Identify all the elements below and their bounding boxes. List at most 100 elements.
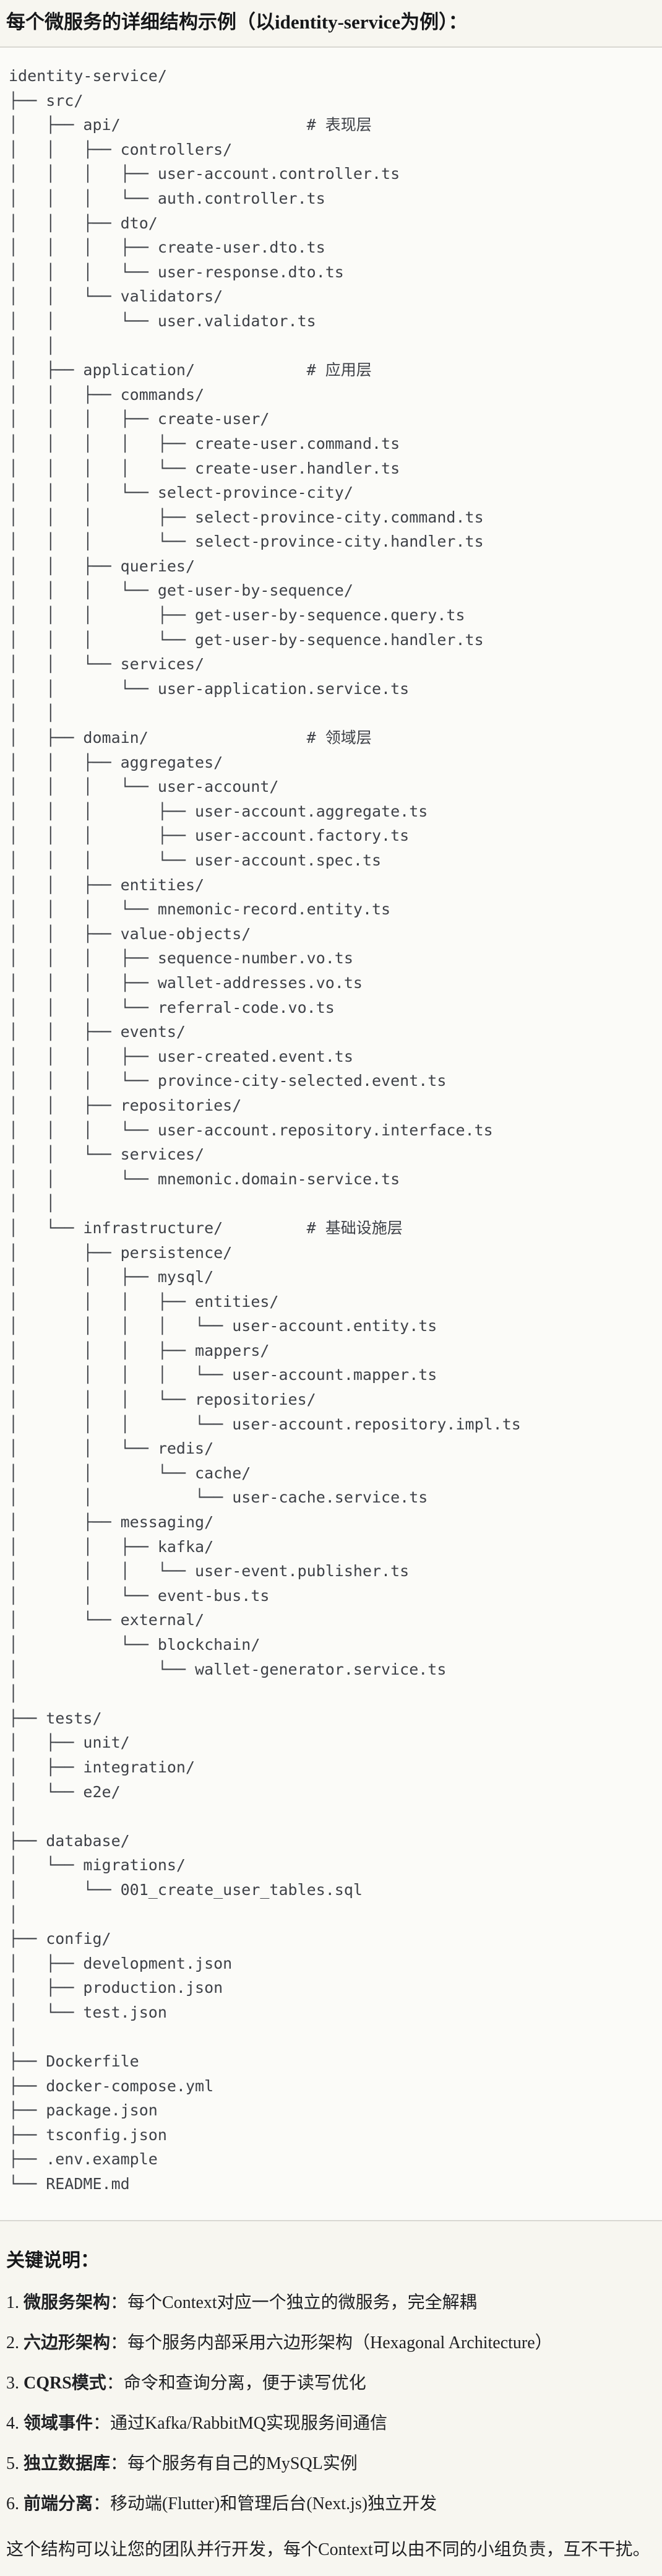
tree-line: ├── .env.example — [9, 2150, 158, 2169]
note-item-independent-db: 5.独立数据库：每个服务有自己的MySQL实例 — [6, 2452, 653, 2476]
tree-line: │ │ ├── controllers/ — [9, 140, 233, 158]
tree-line: │ │ └── services/ — [9, 655, 205, 674]
tree-line: │ — [9, 1905, 19, 1923]
tree-line: ├── src/ — [9, 91, 84, 110]
tree-line: ├── tests/ — [9, 1709, 102, 1727]
note-text: ：每个服务有自己的MySQL实例 — [110, 2453, 358, 2473]
tree-line: ├── database/ — [9, 1831, 130, 1850]
tree-line: │ │ │ └── get-user-by-sequence.handler.t… — [9, 630, 484, 649]
tree-line: │ │ ├── kafka/ — [9, 1537, 214, 1556]
tree-line: │ │ └── user.validator.ts — [9, 311, 316, 330]
tree-line: │ │ │ ├── wallet-addresses.vo.ts — [9, 973, 363, 992]
note-number: 3. — [6, 2373, 19, 2393]
tree-line: │ │ │ │ └── user-account.entity.ts — [9, 1317, 437, 1335]
tree-line: │ │ └── validators/ — [9, 287, 223, 306]
tree-line: │ │ ├── value-objects/ — [9, 924, 251, 943]
tree-line: │ ├── application/ # 应用层 — [9, 361, 372, 379]
tree-line: │ │ └── cache/ — [9, 1464, 251, 1482]
note-text: ：移动端(Flutter)和管理后台(Next.js)独立开发 — [93, 2494, 437, 2513]
tree-line: │ — [9, 2027, 19, 2046]
tree-line: │ │ │ │ ├── create-user.command.ts — [9, 434, 400, 453]
tree-line: │ │ │ └── mnemonic-record.entity.ts — [9, 900, 391, 919]
tree-line: │ │ │ ├── mappers/ — [9, 1341, 270, 1360]
tree-line: │ │ │ └── user-account.repository.interf… — [9, 1121, 493, 1139]
tree-line: │ │ │ └── referral-code.vo.ts — [9, 998, 335, 1017]
tree-line: │ │ │ ├── create-user/ — [9, 410, 270, 428]
tree-line: │ │ │ └── select-province-city.handler.t… — [9, 532, 484, 551]
note-item-hexagonal: 2.六边形架构：每个服务内部采用六边形架构（Hexagonal Architec… — [6, 2331, 653, 2356]
tree-line: │ │ │ ├── user-created.event.ts — [9, 1047, 353, 1065]
tree-line: └── README.md — [9, 2175, 130, 2193]
tree-line: │ ├── messaging/ — [9, 1513, 214, 1532]
tree-line: │ └── infrastructure/ # 基础设施层 — [9, 1218, 403, 1237]
note-number: 5. — [6, 2453, 19, 2473]
tree-line: │ └── migrations/ — [9, 1856, 186, 1875]
tree-line: │ └── 001_create_user_tables.sql — [9, 1880, 363, 1899]
tree-line: │ │ │ │ └── create-user.handler.ts — [9, 459, 400, 477]
tree-line: │ └── blockchain/ — [9, 1636, 260, 1654]
tree-line: │ │ │ └── province-city-selected.event.t… — [9, 1072, 447, 1090]
tree-line: │ │ └── user-application.service.ts — [9, 679, 410, 698]
tree-line: │ │ │ ├── create-user.dto.ts — [9, 238, 325, 257]
note-label: 前端分离 — [24, 2494, 93, 2513]
page-title: 每个微服务的详细结构示例（以identity-service为例）： — [6, 11, 468, 33]
tree-line: │ │ │ ├── user-account.controller.ts — [9, 165, 400, 183]
note-number: 2. — [6, 2333, 19, 2353]
notes-section: 关键说明： 1.微服务架构：每个Context对应一个独立的微服务，完全解耦 2… — [0, 2245, 662, 2576]
tree-line: │ │ └── event-bus.ts — [9, 1586, 270, 1605]
tree-line: │ │ │ └── user-response.dto.ts — [9, 262, 344, 281]
note-label: CQRS模式 — [24, 2373, 106, 2393]
tree-line: │ │ — [9, 704, 56, 722]
note-item-domain-events: 4.领域事件：通过Kafka/RabbitMQ实现服务间通信 — [6, 2411, 653, 2436]
tree-line: │ │ │ └── get-user-by-sequence/ — [9, 581, 353, 600]
note-number: 4. — [6, 2413, 19, 2433]
tree-line: │ ├── api/ # 表现层 — [9, 116, 372, 134]
tree-line: │ │ — [9, 1194, 56, 1213]
note-number: 1. — [6, 2292, 19, 2312]
tree-line: ├── Dockerfile — [9, 2052, 139, 2071]
note-text: ：每个Context对应一个独立的微服务，完全解耦 — [110, 2292, 477, 2312]
tree-line: │ │ ├── aggregates/ — [9, 753, 223, 771]
tree-line: │ │ ├── entities/ — [9, 875, 205, 894]
tree-line: │ │ │ └── select-province-city/ — [9, 484, 353, 502]
tree-line: │ └── e2e/ — [9, 1782, 121, 1801]
tree-line: │ │ └── redis/ — [9, 1439, 214, 1458]
tree-line: │ ├── development.json — [9, 1954, 233, 1972]
tree-line: │ │ │ │ └── user-account.mapper.ts — [9, 1366, 437, 1384]
tree-line: │ │ │ ├── entities/ — [9, 1292, 279, 1311]
tree-line: │ │ ├── mysql/ — [9, 1268, 214, 1286]
tree-line: │ │ └── mnemonic.domain-service.ts — [9, 1169, 400, 1188]
tree-line: │ ├── unit/ — [9, 1733, 130, 1752]
tree-line: │ │ │ └── user-event.publisher.ts — [9, 1562, 410, 1581]
tree-line: │ │ │ ├── user-account.factory.ts — [9, 826, 410, 845]
tree-line: │ ├── persistence/ — [9, 1243, 233, 1262]
tree-line: │ │ ├── repositories/ — [9, 1096, 242, 1114]
tree-line: │ — [9, 1685, 19, 1703]
tree-line: │ │ │ ├── get-user-by-sequence.query.ts — [9, 606, 465, 625]
tree-line: │ └── external/ — [9, 1611, 205, 1629]
tree-line: │ │ ├── dto/ — [9, 214, 158, 232]
tree-line: │ │ └── user-cache.service.ts — [9, 1488, 428, 1507]
note-item-microservice: 1.微服务架构：每个Context对应一个独立的微服务，完全解耦 — [6, 2291, 653, 2315]
tree-line: ├── config/ — [9, 1930, 111, 1948]
tree-line: identity-service/ — [9, 67, 167, 85]
footer-note: 这个结构可以让您的团队并行开发，每个Context可以由不同的小组负责，互不干扰… — [6, 2539, 650, 2559]
tree-line: │ ├── integration/ — [9, 1758, 196, 1776]
tree-line: ├── docker-compose.yml — [9, 2076, 214, 2095]
note-label: 微服务架构 — [24, 2292, 111, 2312]
note-number: 6. — [6, 2494, 19, 2513]
tree-line: │ │ ├── events/ — [9, 1023, 186, 1041]
tree-line: │ │ ├── queries/ — [9, 557, 196, 575]
tree-line: │ │ │ └── user-account.repository.impl.t… — [9, 1415, 521, 1433]
tree-line: │ — [9, 1807, 19, 1826]
tree-line: │ │ │ ├── select-province-city.command.t… — [9, 508, 484, 526]
note-item-cqrs: 3.CQRS模式：命令和查询分离，便于读写优化 — [6, 2371, 653, 2396]
tree-line: ├── tsconfig.json — [9, 2125, 167, 2144]
tree-line: │ │ └── services/ — [9, 1145, 205, 1164]
tree-line: │ │ ├── commands/ — [9, 385, 205, 404]
tree-line: │ │ │ └── user-account.spec.ts — [9, 851, 382, 869]
directory-tree-code-block: identity-service/ ├── src/ │ ├── api/ # 表现… — [0, 46, 662, 2221]
tree-line: │ │ │ ├── user-account.aggregate.ts — [9, 802, 428, 820]
tree-line: │ │ │ └── auth.controller.ts — [9, 189, 325, 207]
